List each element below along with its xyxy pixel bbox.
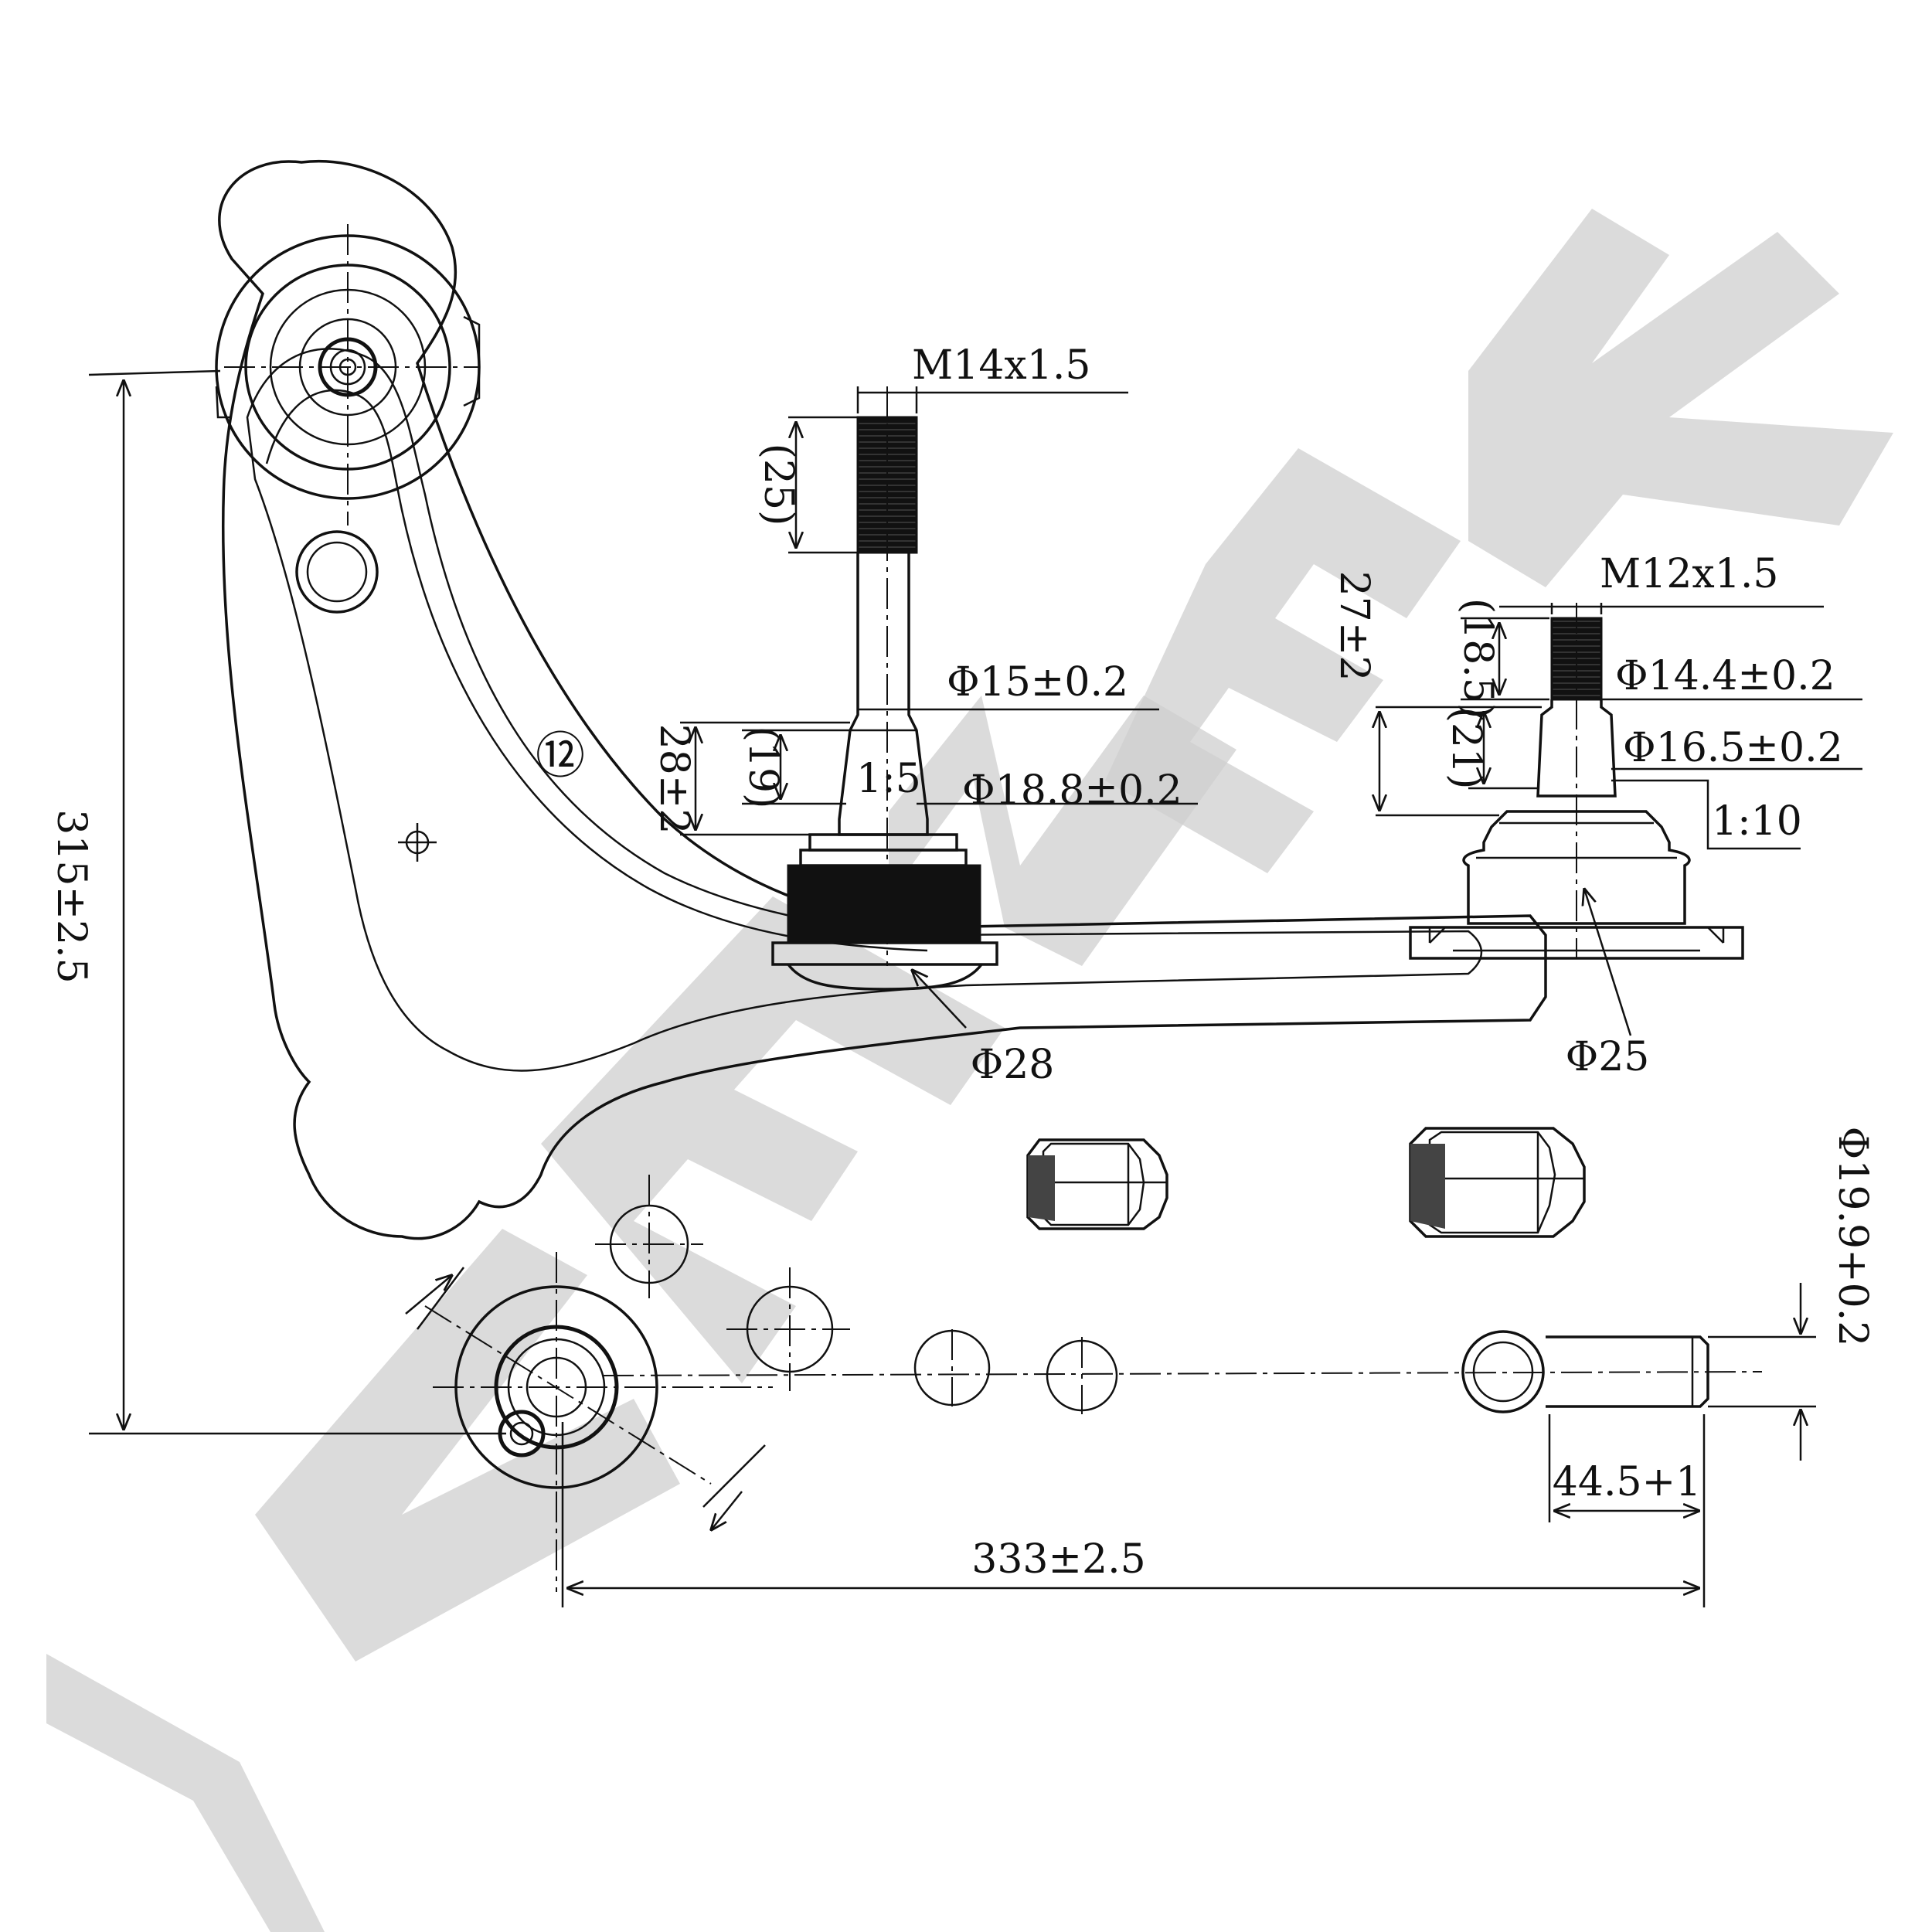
bushing-angle-dims <box>405 1267 766 1530</box>
right-stud-dia-label: Φ25 <box>1566 1034 1650 1080</box>
right-taper-label: 1:10 <box>1712 798 1802 845</box>
right-taper-len-label: (21) <box>1443 707 1489 790</box>
nut-right <box>1409 1127 1586 1238</box>
shaft-length-label: 44.5+1 <box>1553 1459 1701 1505</box>
left-height-label: 28±2 <box>651 724 697 835</box>
right-height-label: 27±2 <box>1331 571 1377 682</box>
left-thread-label: M14x1.5 <box>912 342 1090 389</box>
ball-joint-left: M14x1.5 (25) Φ15±0.2 28±2 (19) 1:5 Φ18.8… <box>651 342 1198 1088</box>
left-stud-dia-label: Φ28 <box>971 1042 1055 1088</box>
length-dim-label: 333±2.5 <box>971 1536 1146 1583</box>
left-thread-len-label: (25) <box>755 444 801 526</box>
right-dia2-label: Φ16.5±0.2 <box>1623 725 1843 771</box>
dimension-length: 333±2.5 <box>561 1414 1706 1607</box>
left-dia2-label: Φ18.8±0.2 <box>962 767 1182 814</box>
dimension-shaft-dia: Φ19.9+0.2 <box>1708 1127 1876 1461</box>
height-dim-label: 315±2.5 <box>48 809 94 984</box>
shaft-dia-label: Φ19.9+0.2 <box>1829 1127 1876 1347</box>
nut-left <box>1026 1138 1168 1230</box>
item-number: ⑫ <box>536 728 585 785</box>
control-arm <box>215 159 1763 1592</box>
left-taper-len-label: (19) <box>740 726 786 809</box>
watermark-logo <box>46 209 1893 1932</box>
left-taper-label: 1:5 <box>856 756 921 802</box>
dimension-height: 315±2.5 <box>48 369 506 1435</box>
right-dia1-label: Φ14.4±0.2 <box>1615 653 1835 699</box>
dimension-shaft-length: 44.5+1 <box>1548 1414 1701 1522</box>
right-thread-len-label: (18.5) <box>1454 598 1501 719</box>
left-dia1-label: Φ15±0.2 <box>947 659 1128 706</box>
ball-joint-right: M12x1.5 (18.5) 27±2 Φ14.4±0.2 (21) Φ16.5… <box>1331 551 1862 1080</box>
right-thread-label: M12x1.5 <box>1600 551 1778 597</box>
